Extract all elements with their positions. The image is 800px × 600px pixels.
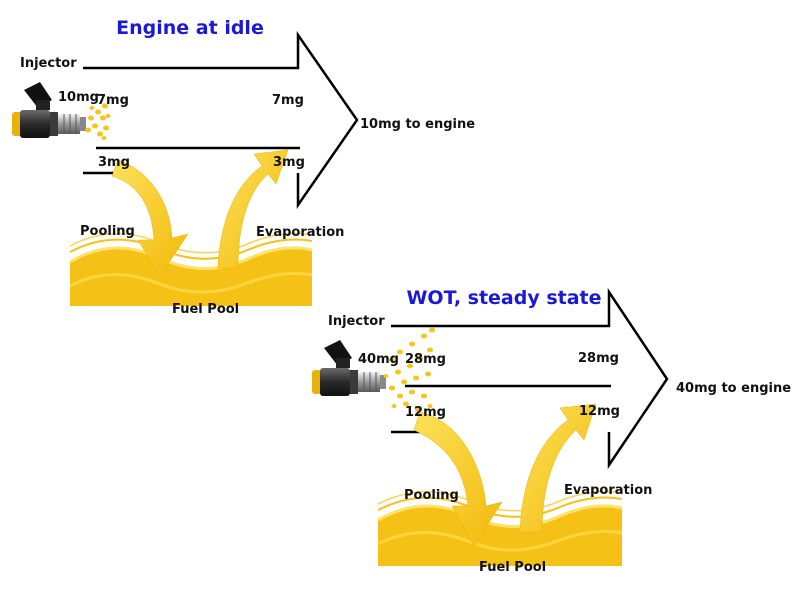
idle-pool-label: Fuel Pool <box>172 302 239 317</box>
idle-direct-out: 7mg <box>272 93 304 108</box>
idle-pooled-in: 3mg <box>98 155 130 170</box>
wot-direct-out: 28mg <box>578 351 619 366</box>
wot-pooling-label: Pooling <box>404 488 459 503</box>
idle-injector-label: Injector <box>20 56 77 71</box>
evaporation-arrow-icon <box>519 403 597 533</box>
wot-to-engine: 40mg to engine <box>676 381 791 396</box>
wot-panel: WOT, steady state <box>312 287 791 575</box>
pooling-arrow-icon <box>111 159 189 277</box>
fuel-spray-icon <box>383 327 435 413</box>
idle-flow-arrow <box>83 31 359 209</box>
wot-flow-arrow <box>391 287 669 470</box>
idle-pooling-label: Pooling <box>80 224 135 239</box>
fuel-injector-icon <box>312 340 386 396</box>
wot-evaporation-label: Evaporation <box>564 483 652 498</box>
idle-evaporation-label: Evaporation <box>256 225 344 240</box>
idle-evaporated: 3mg <box>273 155 305 170</box>
wot-pooled-in: 12mg <box>405 405 446 420</box>
pooling-arrow-icon <box>413 411 503 547</box>
idle-to-engine: 10mg to engine <box>360 117 475 132</box>
wot-direct-in: 28mg <box>405 352 446 367</box>
wot-injector-label: Injector <box>328 314 385 329</box>
wot-injected-mass: 40mg <box>358 352 399 367</box>
wot-title: WOT, steady state <box>406 287 601 309</box>
wot-pool-label: Fuel Pool <box>479 560 546 575</box>
idle-fuel-pool <box>69 232 313 306</box>
evaporation-arrow-icon <box>217 149 289 269</box>
wot-evaporated: 12mg <box>579 404 620 419</box>
idle-title: Engine at idle <box>116 17 264 39</box>
wot-fuel-pool <box>377 490 623 566</box>
fuel-injector-icon <box>12 82 86 138</box>
idle-direct-in: 7mg <box>97 93 129 108</box>
fuel-spray-icon <box>85 103 111 140</box>
idle-injected-mass: 10mg <box>58 90 99 105</box>
idle-panel: Engine at idle <box>12 17 475 317</box>
